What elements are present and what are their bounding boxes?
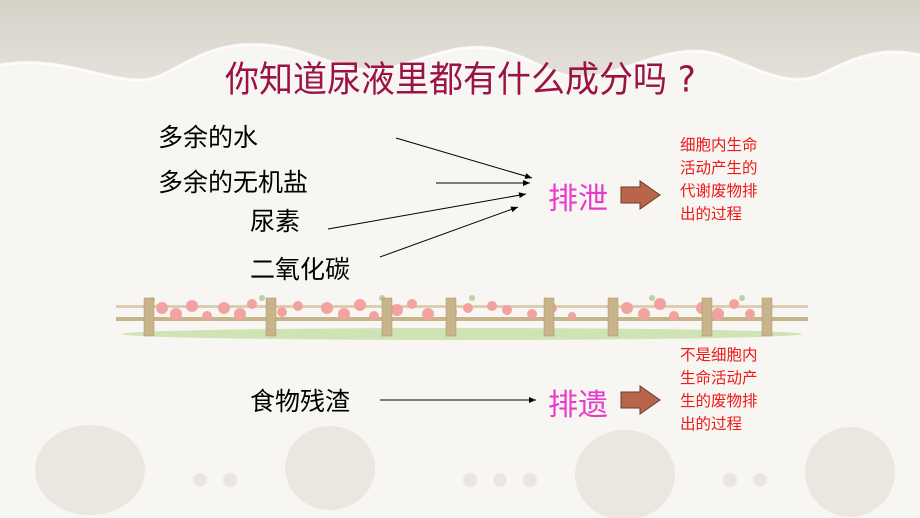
term-excretion: 排泄 bbox=[548, 182, 608, 217]
flower-fence-divider bbox=[116, 295, 808, 340]
input-food-residue: 食物残渣 bbox=[250, 387, 351, 416]
block-arrow-excretion bbox=[620, 180, 661, 210]
input-urea: 尿素 bbox=[250, 207, 301, 236]
input-excess-salts: 多余的无机盐 bbox=[158, 168, 309, 197]
definition-excretion: 细胞内生命活动产生的代谢废物排出的过程 bbox=[680, 136, 758, 223]
term-egestion: 排遗 bbox=[548, 388, 608, 423]
input-excess-water: 多余的水 bbox=[158, 123, 259, 152]
input-carbon-dioxide: 二氧化碳 bbox=[250, 255, 351, 284]
block-arrow-egestion bbox=[620, 385, 661, 415]
shells-background-decoration bbox=[35, 425, 895, 518]
top-wave-decoration bbox=[0, 0, 920, 82]
slide-title: 你知道尿液里都有什么成分吗 ? bbox=[225, 59, 696, 102]
definition-egestion: 不是细胞内生命活动产生的废物排出的过程 bbox=[680, 346, 758, 433]
